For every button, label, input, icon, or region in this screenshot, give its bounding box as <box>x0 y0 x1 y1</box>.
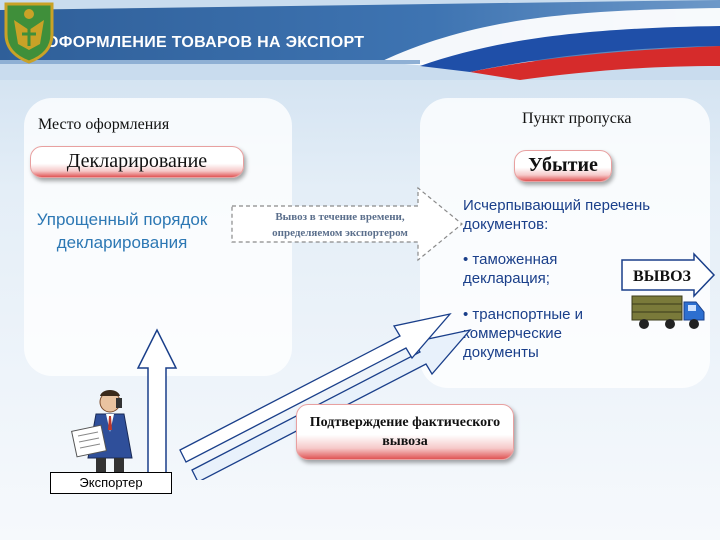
export-arrow[interactable]: ВЫВОЗ <box>620 252 716 298</box>
up-arrow <box>136 328 178 477</box>
checkpoint-label: Пункт пропуска <box>522 110 632 127</box>
time-arrow <box>231 186 463 262</box>
document-item: • транспортные и коммерческие документы <box>463 306 584 361</box>
right-panel <box>420 98 710 388</box>
header-band: ОФОРМЛЕНИЕ ТОВАРОВ НА ЭКСПОРТ <box>0 0 720 80</box>
exit-pill[interactable]: Убытие <box>514 150 612 182</box>
declaration-pill[interactable]: Декларирование <box>30 146 244 178</box>
exporter-label: Экспортер <box>50 472 172 494</box>
customs-emblem-icon <box>4 2 54 64</box>
confirmation-pill[interactable]: Подтверждение фактического вывоза <box>296 404 514 460</box>
time-arrow-text: Вывоз в течение времени, определяемом эк… <box>272 211 408 239</box>
document-item: • таможенная декларация; <box>463 251 558 287</box>
page-title: ОФОРМЛЕНИЕ ТОВАРОВ НА ЭКСПОРТ <box>46 34 365 51</box>
businessman-phone-icon <box>71 390 133 472</box>
documents-heading: Исчерпывающий перечень документов: <box>463 197 651 233</box>
place-label: Место оформления <box>38 116 170 133</box>
simplified-procedure-text: Упрощенный порядок декларирования <box>36 210 208 252</box>
export-arrow-label: ВЫВОЗ <box>633 268 692 285</box>
flag-swoosh <box>0 0 720 80</box>
truck-icon <box>631 295 705 329</box>
